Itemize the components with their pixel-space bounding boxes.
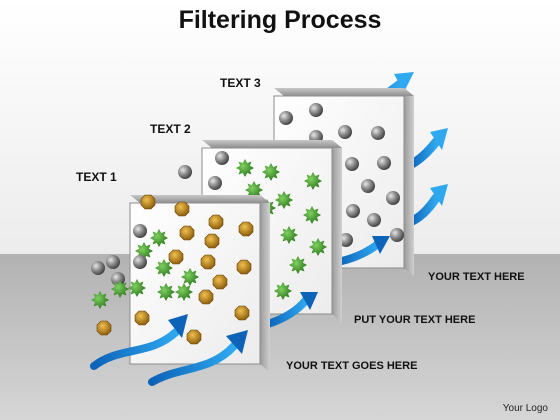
flow-arrow-icon: [148, 330, 248, 386]
exit-arrow-icon: [405, 128, 448, 170]
page-title: Filtering Process: [178, 6, 382, 34]
callout-your-text-goes-here: YOUR TEXT GOES HERE: [286, 360, 418, 372]
callout-put-your-text-here: PUT YOUR TEXT HERE: [354, 314, 476, 326]
label-text-3: TEXT 3: [220, 76, 261, 90]
incoming-particles: [91, 255, 129, 336]
label-text-2: TEXT 2: [150, 122, 191, 136]
logo-text: Your Logo: [502, 403, 548, 414]
callout-your-text-here: YOUR TEXT HERE: [428, 271, 525, 283]
flow-arrow-icon: [334, 236, 390, 266]
flow-arrow-icon: [90, 314, 188, 370]
flow-arrow-icon: [264, 292, 318, 328]
exit-arrow-icon: [405, 184, 448, 227]
label-text-1: TEXT 1: [76, 170, 117, 184]
